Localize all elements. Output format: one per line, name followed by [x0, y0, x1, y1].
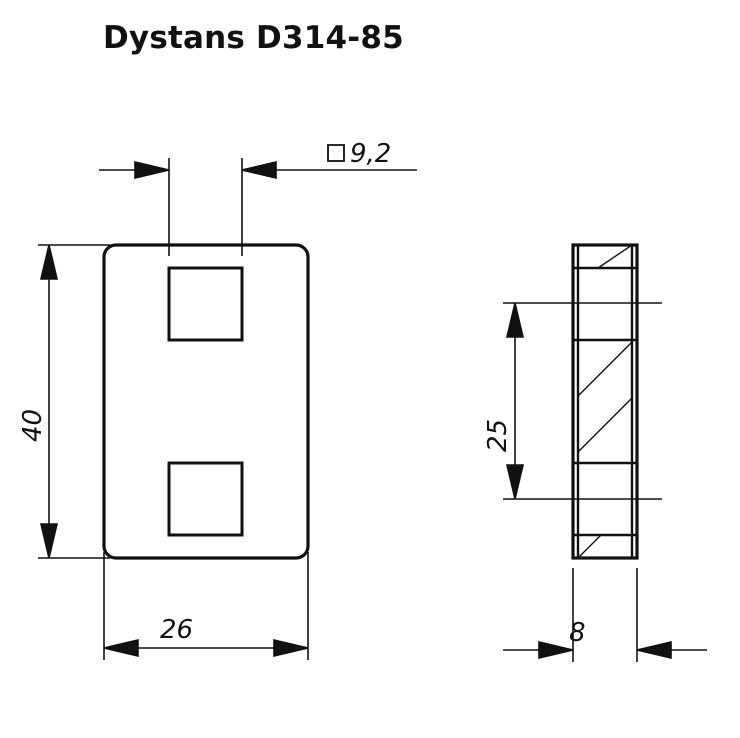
lower-square-hole: [167, 461, 244, 537]
thickness-dimension: [503, 568, 707, 662]
hole-spacing-dimension: [503, 302, 662, 500]
section-outline: [571, 243, 639, 560]
width-label: 26: [160, 615, 193, 645]
drawing-title: Dystans D314-85: [103, 20, 404, 56]
thickness-label: 8: [569, 618, 586, 648]
upper-square-hole: [167, 266, 244, 342]
hole-spacing-label: 25: [483, 419, 513, 452]
height-dimension: [38, 244, 110, 559]
height-label: 40: [18, 409, 48, 442]
section-hatching: [577, 244, 633, 559]
front-view: [102, 243, 310, 560]
square-symbol-icon: [327, 144, 345, 162]
hole-size-label: 9,2: [350, 139, 391, 169]
plate-outline: [102, 243, 310, 560]
hole-size-dimension: [99, 158, 417, 256]
side-section-view: [571, 243, 639, 560]
width-dimension: [103, 552, 309, 660]
